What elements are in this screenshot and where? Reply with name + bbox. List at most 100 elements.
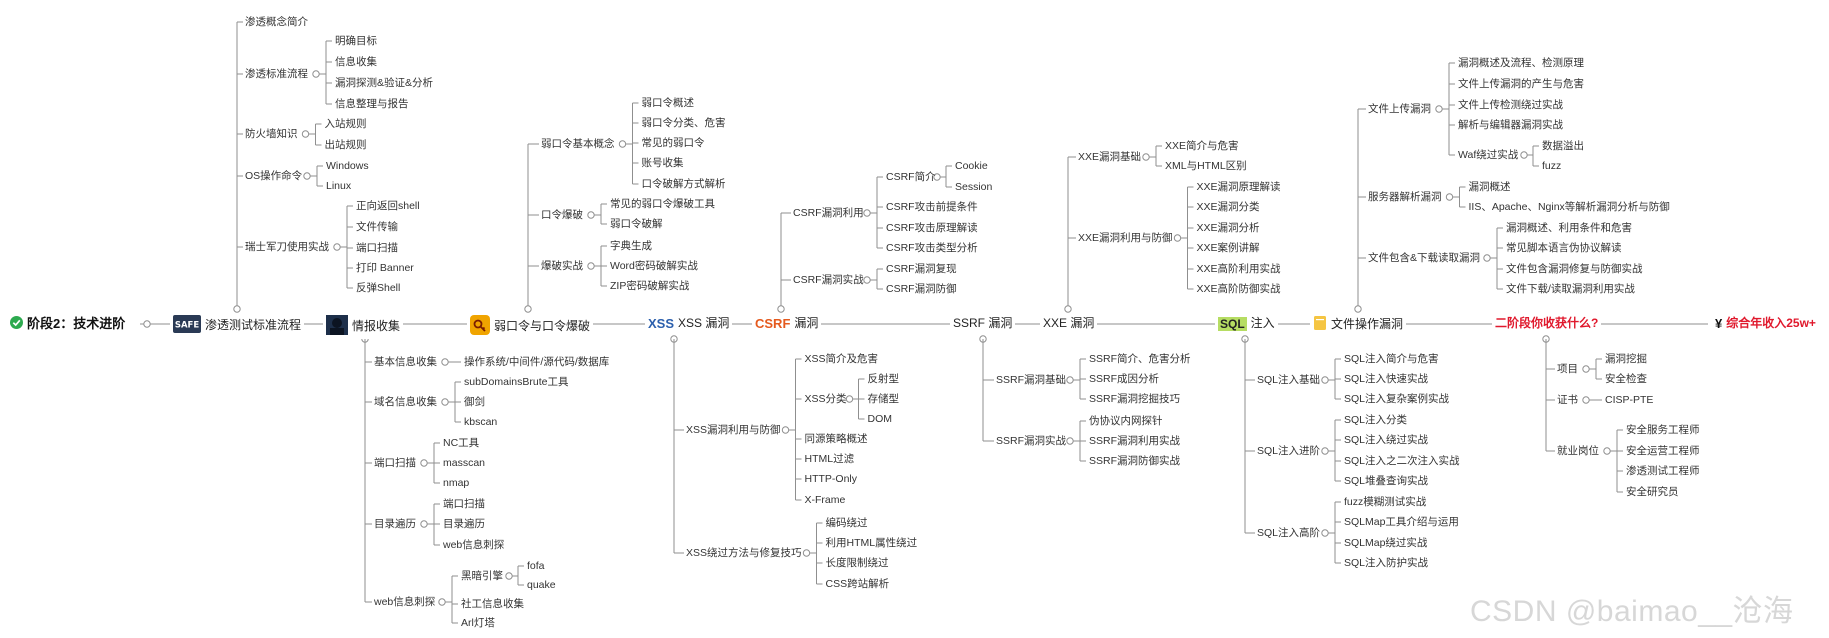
subtopic-shell-0-4-0: 正向返回shell	[356, 200, 420, 212]
sql-logo: SQL	[1218, 316, 1247, 331]
branch-label: SSRF 漏洞	[953, 316, 1013, 330]
subtopic-sql-7-0-1: SQL注入快速实战	[1344, 373, 1429, 385]
subtopic-csrf-4-0-2: CSRF攻击原理解读	[886, 222, 978, 234]
safe-badge-icon: SAFE	[173, 315, 201, 337]
subtopic-iis-apache-nginx-8-1-1: IIS、Apache、Nginx等解析漏洞分析与防御	[1468, 201, 1670, 213]
branch-label: 渗透测试标准流程	[205, 318, 302, 333]
subtopic-xxe-6-1-5: XXE高阶防御实战	[1196, 283, 1281, 295]
subtopic-item-2-0-4: 口令破解方式解析	[641, 178, 726, 190]
subtopic-item-2-0-3: 账号收集	[641, 157, 684, 169]
leaf-item-8-0-4-0: 数据溢出	[1542, 140, 1584, 152]
topic-item-1-0: 基本信息收集	[374, 356, 437, 368]
subtopic-item-1-3-1: 目录遍历	[443, 518, 485, 530]
subtopic-sql-7-0-0: SQL注入简介与危害	[1344, 353, 1439, 365]
subtopic-item-8-2-0: 漏洞概述、利用条件和危害	[1506, 222, 1632, 234]
branch-node-6: XXE 漏洞	[1040, 315, 1098, 331]
subtopic-item-9-2-1: 安全运营工程师	[1626, 445, 1700, 457]
branch-label: 二阶段你收获什么?	[1495, 316, 1599, 330]
subtopic-csrf-4-1-0: CSRF漏洞复现	[886, 263, 957, 275]
topic-item-0-2: 防火墙知识	[245, 128, 298, 140]
subtopic-xxe-6-0-0: XXE简介与危害	[1165, 140, 1239, 152]
subtopic-item-0-2-0: 入站规则	[324, 118, 367, 130]
topic-item-0-0: 渗透概念简介	[245, 16, 308, 28]
topic-item-1-1: 域名信息收集	[374, 396, 437, 408]
subtopic-xxe-6-1-0: XXE漏洞原理解读	[1196, 181, 1281, 193]
topic-xss-3-1: XSS绕过方法与修复技巧	[686, 547, 802, 559]
topic-csrf-4-0: CSRF漏洞利用	[793, 207, 864, 219]
csrf-logo: CSRF	[755, 315, 791, 331]
subtopic-item-1-4-1: 社工信息收集	[461, 598, 524, 610]
leaf-fofa-1-4-0-0: fofa	[527, 560, 545, 572]
subtopic-item-0-2-1: 出站规则	[324, 139, 367, 151]
subtopic-sql-7-1-0: SQL注入分类	[1344, 414, 1408, 426]
subtopic-item-2-0-2: 常见的弱口令	[641, 137, 705, 149]
subtopic-item-8-2-1: 常见脚本语言伪协议解读	[1506, 242, 1622, 254]
subtopic-xml-html-6-0-1: XML与HTML区别	[1165, 160, 1247, 172]
subtopic-linux-0-3-1: Linux	[326, 180, 352, 192]
topic-item-0-1: 渗透标准流程	[245, 68, 308, 80]
subtopic-subdomainsbrute-1-1-0: subDomainsBrute工具	[464, 376, 569, 388]
subtopic-item-8-2-3: 文件下载/读取漏洞利用实战	[1506, 283, 1635, 295]
leaf-cookie-4-0-0-0: Cookie	[955, 160, 988, 172]
subtopic-html-3-0-3: HTML过滤	[804, 453, 855, 465]
subtopic-ssrf-5-1-2: SSRF漏洞防御实战	[1089, 455, 1181, 467]
topic-item-0-4: 瑞士军刀使用实战	[245, 241, 329, 253]
subtopic-item-8-0-2: 文件上传检测绕过实战	[1458, 99, 1563, 111]
subtopic-csrf-4-1-1: CSRF漏洞防御	[886, 283, 957, 295]
csdn-watermark: CSDN @baimao__沧海	[1470, 595, 1794, 628]
subtopic-fuzz-7-2-0: fuzz模糊测试实战	[1344, 496, 1427, 508]
subtopic-item-9-2-0: 安全服务工程师	[1626, 424, 1700, 436]
topic-xxe-6-1: XXE漏洞利用与防御	[1078, 232, 1173, 244]
branch-hacker-icon-1: 情报收集	[323, 315, 404, 339]
subtopic-kbscan-1-1-2: kbscan	[464, 416, 498, 428]
branch-node-9: 二阶段你收获什么?	[1492, 315, 1602, 331]
subtopic-zip-2-2-2: ZIP密码破解实战	[610, 280, 690, 292]
subtopic-nmap-1-2-2: nmap	[443, 477, 470, 489]
subtopic-x-frame-3-0-5: X-Frame	[804, 494, 846, 506]
branch-label: XSS 漏洞	[678, 316, 730, 330]
topic-item-8-0: 文件上传漏洞	[1368, 103, 1431, 115]
leaf-quake-1-4-0-1: quake	[527, 579, 556, 591]
subtopic-sqlmap-7-2-2: SQLMap绕过实战	[1344, 537, 1428, 549]
topic-os-0-3: OS操作命令	[245, 170, 303, 182]
topic-item-2-0: 弱口令基本概念	[541, 138, 615, 150]
subtopic-web-1-3-2: web信息刺探	[443, 539, 505, 551]
subtopic-css-3-1-3: CSS跨站解析	[825, 578, 890, 590]
subtopic-item-8-0-3: 解析与编辑器漏洞实战	[1458, 119, 1563, 131]
subtopic-nc-1-2-0: NC工具	[443, 437, 480, 449]
subtopic-xxe-6-1-3: XXE案例讲解	[1196, 242, 1260, 254]
subtopic-item-2-1-1: 弱口令破解	[610, 218, 663, 230]
subtopic-http-only-3-0-4: HTTP-Only	[804, 473, 858, 485]
subtopic-xxe-6-1-1: XXE漏洞分类	[1196, 201, 1260, 213]
subtopic-item-0-1-3: 信息整理与报告	[335, 98, 409, 110]
subtopic-csrf-4-0-3: CSRF攻击类型分析	[886, 242, 978, 254]
subtopic-item-3-0-2: 同源策略概述	[804, 433, 868, 445]
subtopic-item-1-3-0: 端口扫描	[443, 498, 485, 510]
subtopic-item-9-2-3: 安全研究员	[1626, 486, 1679, 498]
subtopic-sqlmap-7-2-1: SQLMap工具介绍与运用	[1344, 516, 1459, 528]
subtopic-item-9-2-2: 渗透测试工程师	[1626, 465, 1700, 477]
subtopic-item-8-0-1: 文件上传漏洞的产生与危害	[1458, 78, 1584, 90]
subtopic-windows-0-3-0: Windows	[326, 160, 369, 172]
leaf-item-3-0-1-1: 存储型	[867, 393, 900, 405]
subtopic-item-9-0-0: 漏洞挖掘	[1605, 353, 1647, 365]
topic-ssrf-5-1: SSRF漏洞实战	[996, 435, 1067, 447]
subtopic-sql-7-0-2: SQL注入复杂案例实战	[1344, 393, 1450, 405]
subtopic-item-1-0-0: 操作系统/中间件/源代码/数据库	[464, 356, 610, 368]
branch-label: XXE 漏洞	[1043, 316, 1095, 330]
topic-item-8-2: 文件包含&下载读取漏洞	[1368, 252, 1481, 264]
subtopic-item-0-1-2: 漏洞探测&验证&分析	[335, 77, 434, 89]
junction-node	[143, 320, 151, 328]
branch-label: 文件操作漏洞	[1331, 317, 1404, 332]
branch-yen-icon-10: ¥综合年收入25w+	[1712, 315, 1819, 332]
subtopic-item-3-1-2: 长度限制绕过	[825, 557, 889, 569]
subtopic-ssrf-5-0-2: SSRF漏洞挖掘技巧	[1089, 393, 1181, 405]
topic-csrf-4-1: CSRF漏洞实战	[793, 274, 864, 286]
branch-label: 漏洞	[794, 316, 819, 330]
branch-node-5: SSRF 漏洞	[950, 315, 1016, 331]
subtopic-ssrf-5-1-1: SSRF漏洞利用实战	[1089, 435, 1181, 447]
branch-key-icon-2: 弱口令与口令爆破	[467, 315, 594, 339]
subtopic-item-1-4-0: 黑暗引擎	[461, 570, 503, 582]
subtopic-item-1-1-1: 御剑	[464, 396, 485, 408]
